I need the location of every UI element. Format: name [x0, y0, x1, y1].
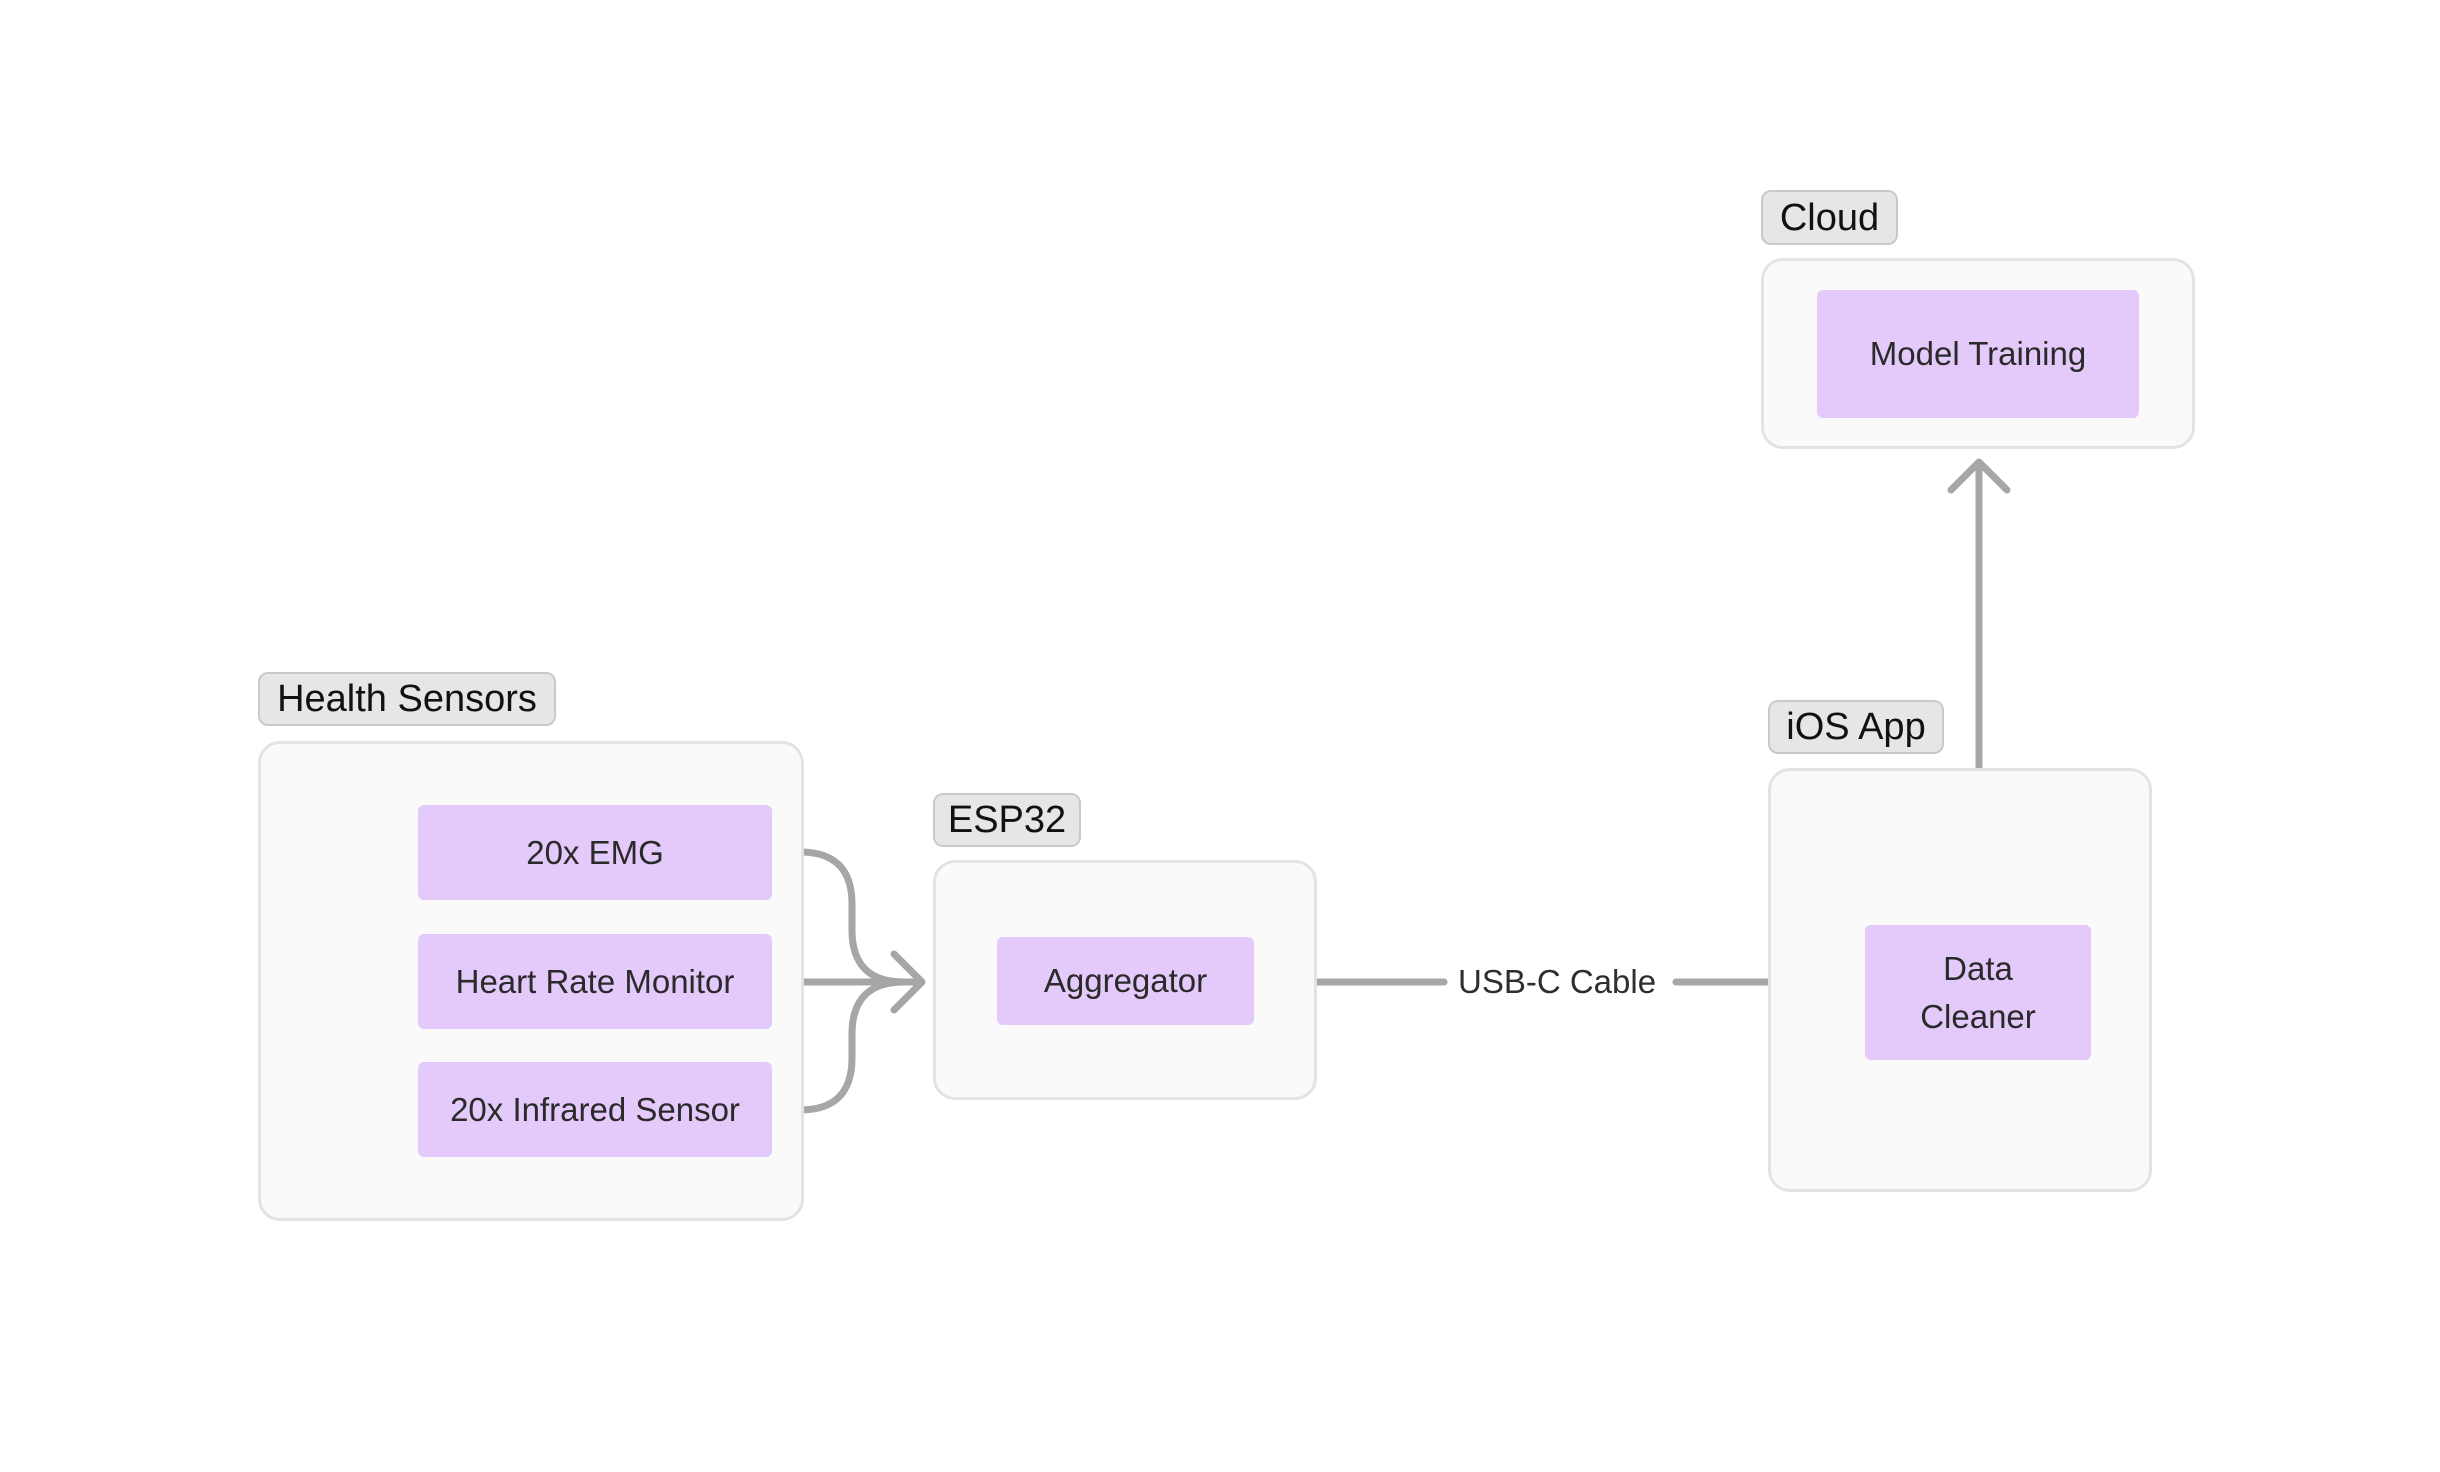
group-label-esp32: ESP32 [933, 793, 1081, 847]
group-label-cloud: Cloud [1761, 190, 1898, 245]
arrowhead-into-model-training [1947, 458, 2011, 494]
node-label: 20x EMG [526, 833, 664, 871]
node-label: Model Training [1869, 335, 2087, 372]
arrowhead-into-aggregator [890, 950, 926, 1014]
node-label-line-1: Data [1943, 949, 2013, 987]
node-20x-infrared-sensor[interactable]: 20x Infrared Sensor [418, 1062, 772, 1157]
node-label-line-2: Cleaner [1920, 997, 2036, 1035]
node-heart-rate-monitor[interactable]: Heart Rate Monitor [418, 934, 772, 1029]
group-label-ios-app: iOS App [1768, 700, 1944, 754]
edge-label-usb-c-cable: USB-C Cable [1458, 963, 1657, 1000]
group-label-health-sensors: Health Sensors [258, 672, 556, 726]
node-20x-emg[interactable]: 20x EMG [418, 805, 772, 900]
node-aggregator[interactable]: Aggregator [997, 937, 1254, 1025]
node-label: Heart Rate Monitor [455, 962, 735, 1000]
node-data-cleaner[interactable]: Data Cleaner [1865, 925, 2091, 1060]
node-label: 20x Infrared Sensor [450, 1090, 740, 1128]
edge-infrared-to-aggregator [780, 978, 924, 1114]
node-label: Aggregator [1043, 962, 1208, 999]
node-model-training[interactable]: Model Training [1817, 290, 2139, 418]
